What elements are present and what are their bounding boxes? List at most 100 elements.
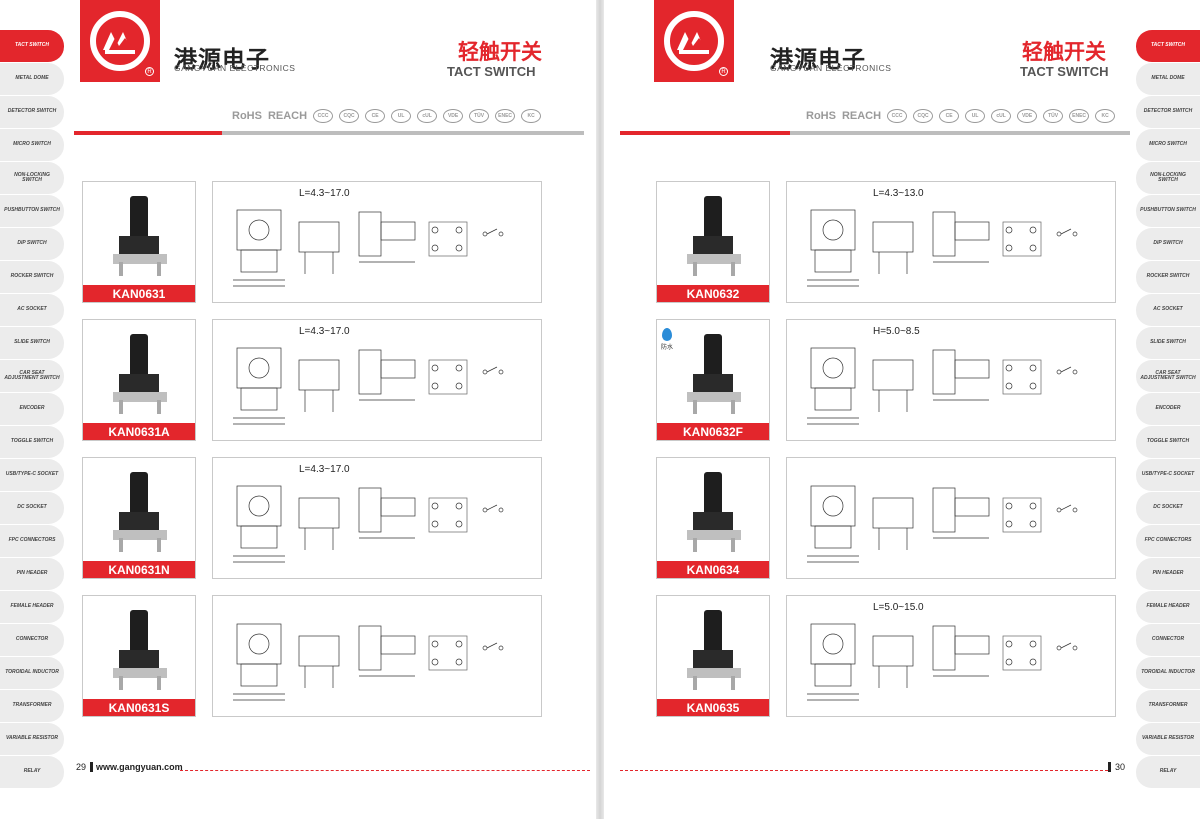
dimension-drawing: [233, 485, 504, 563]
header-rule-red: [74, 131, 222, 135]
length-spec: H=5.0~8.5: [873, 326, 920, 337]
product-photo: KAN0632: [656, 181, 770, 303]
ul-icon: UL: [391, 109, 412, 123]
dimension-drawing: [807, 347, 1078, 425]
header-rule-grey: [222, 131, 584, 135]
side-tab-car-seat-adjustment-switch[interactable]: CAR SEAT ADJUSTMENT SWITCH: [0, 360, 64, 393]
dimension-drawing-box: L=5.0~15.0: [786, 595, 1116, 717]
side-tab-fpc-connectors[interactable]: FPC CONNECTORS: [0, 525, 64, 558]
model-label: KAN0635: [657, 699, 769, 716]
side-tab-variable-resistor[interactable]: VARIABLE RESISTOR: [0, 723, 64, 756]
cqc-icon: CQC: [339, 109, 360, 123]
side-tab-metal-dome[interactable]: METAL DOME: [0, 63, 64, 96]
side-tab-metal-dome[interactable]: METAL DOME: [1136, 63, 1200, 96]
tact-switch-image: [113, 610, 167, 690]
footer-bar: [90, 762, 93, 772]
side-tab-ac-socket[interactable]: AC SOCKET: [1136, 294, 1200, 327]
side-tab-slide-switch[interactable]: SLIDE SWITCH: [0, 327, 64, 360]
side-tab-toggle-switch[interactable]: TOGGLE SWITCH: [1136, 426, 1200, 459]
side-tab-relay[interactable]: RELAY: [0, 756, 64, 789]
category-title-cn: 轻触开关: [1022, 40, 1106, 64]
dimension-drawing-box: L=4.3~17.0: [212, 457, 542, 579]
model-label: KAN0632F: [657, 423, 769, 440]
ce-icon: CE: [365, 109, 386, 123]
side-tab-tact-switch[interactable]: TACT SWITCH: [0, 30, 64, 63]
tact-switch-image: [113, 472, 167, 552]
model-label: KAN0632: [657, 285, 769, 302]
side-tab-tact-switch[interactable]: TACT SWITCH: [1136, 30, 1200, 63]
water-drop-icon: [662, 328, 672, 341]
reach-label: REACH: [267, 110, 308, 122]
vde-icon: VDE: [1017, 109, 1038, 123]
tact-switch-image: [113, 196, 167, 276]
side-tab-toroidal-inductor[interactable]: TOROIDAL INDUCTOR: [1136, 657, 1200, 690]
side-tab-toggle-switch[interactable]: TOGGLE SWITCH: [0, 426, 64, 459]
tuv-icon: TÜV: [469, 109, 490, 123]
brand-name-cn: 港源电子: [174, 47, 270, 73]
tact-switch-image: [687, 610, 741, 690]
tuv-icon: TÜV: [1043, 109, 1064, 123]
dimension-drawing: [233, 209, 504, 287]
side-tab-variable-resistor[interactable]: VARIABLE RESISTOR: [1136, 723, 1200, 756]
model-label: KAN0631: [83, 285, 195, 302]
ul-icon: UL: [965, 109, 986, 123]
side-tab-transformer[interactable]: TRANSFORMER: [1136, 690, 1200, 723]
header-rule-grey: [790, 131, 1130, 135]
side-tab-non-locking-switch[interactable]: NON-LOCKING SWITCH: [1136, 162, 1200, 195]
footer-bar: [1108, 762, 1111, 772]
side-tab-micro-switch[interactable]: MICRO SWITCH: [1136, 129, 1200, 162]
dimension-drawing: [807, 485, 1078, 563]
kc-icon: KC: [521, 109, 542, 123]
length-spec: L=4.3~13.0: [873, 188, 924, 199]
footer-url[interactable]: www.gangyuan.com: [96, 762, 183, 772]
side-tab-pin-header[interactable]: PIN HEADER: [0, 558, 64, 591]
side-tab-female-header[interactable]: FEMALE HEADER: [1136, 591, 1200, 624]
side-tab-dc-socket[interactable]: DC SOCKET: [1136, 492, 1200, 525]
side-tab-pushbutton-switch[interactable]: PUSHBUTTON SWITCH: [0, 195, 64, 228]
side-tab-connector[interactable]: CONNECTOR: [0, 624, 64, 657]
side-tab-dip-switch[interactable]: DIP SWITCH: [1136, 228, 1200, 261]
side-tab-usb-type-c-socket[interactable]: USB/Type-C SOCKET: [0, 459, 64, 492]
side-tab-pin-header[interactable]: PIN HEADER: [1136, 558, 1200, 591]
model-label: KAN0631N: [83, 561, 195, 578]
side-tab-pushbutton-switch[interactable]: PUSHBUTTON SWITCH: [1136, 195, 1200, 228]
vde-icon: VDE: [443, 109, 464, 123]
side-tab-toroidal-inductor[interactable]: TOROIDAL INDUCTOR: [0, 657, 64, 690]
model-label: KAN0631S: [83, 699, 195, 716]
side-tab-ac-socket[interactable]: AC SOCKET: [0, 294, 64, 327]
side-tab-female-header[interactable]: FEMALE HEADER: [0, 591, 64, 624]
tact-switch-image: [687, 472, 741, 552]
page-number-right: 30: [1115, 762, 1126, 772]
side-tab-usb-type-c-socket[interactable]: USB/Type-C SOCKET: [1136, 459, 1200, 492]
category-title-cn: 轻触开关: [458, 40, 542, 64]
side-tab-fpc-connectors[interactable]: FPC CONNECTORS: [1136, 525, 1200, 558]
side-tab-car-seat-adjustment-switch[interactable]: CAR SEAT ADJUSTMENT SWITCH: [1136, 360, 1200, 393]
side-tab-transformer[interactable]: TRANSFORMER: [0, 690, 64, 723]
side-tab-connector[interactable]: CONNECTOR: [1136, 624, 1200, 657]
product-photo: KAN0631S: [82, 595, 196, 717]
side-tab-micro-switch[interactable]: MICRO SWITCH: [0, 129, 64, 162]
dimension-drawing: [807, 623, 1078, 701]
side-tab-encoder[interactable]: ENCODER: [1136, 393, 1200, 426]
side-tab-dc-socket[interactable]: DC SOCKET: [0, 492, 64, 525]
side-tab-relay[interactable]: RELAY: [1136, 756, 1200, 789]
cul-icon: cUL: [991, 109, 1012, 123]
tact-switch-image: [687, 334, 741, 414]
product-photo: KAN0634: [656, 457, 770, 579]
side-tab-detector-switch[interactable]: DETECTOR SWITCH: [0, 96, 64, 129]
side-tab-slide-switch[interactable]: SLIDE SWITCH: [1136, 327, 1200, 360]
logo-mark-icon: [90, 11, 150, 71]
category-title-en: TACT SWITCH: [447, 64, 536, 79]
dimension-drawing: [233, 347, 504, 425]
side-tab-dip-switch[interactable]: DIP SWITCH: [0, 228, 64, 261]
side-tab-rocker-switch[interactable]: ROCKER SWITCH: [0, 261, 64, 294]
category-title-en: TACT SWITCH: [1020, 64, 1109, 79]
side-tab-rocker-switch[interactable]: ROCKER SWITCH: [1136, 261, 1200, 294]
dimension-drawing-box: [212, 595, 542, 717]
side-tab-non-locking-switch[interactable]: NON-LOCKING SWITCH: [0, 162, 64, 195]
side-tab-encoder[interactable]: ENCODER: [0, 393, 64, 426]
side-tab-detector-switch[interactable]: DETECTOR SWITCH: [1136, 96, 1200, 129]
length-spec: L=4.3~17.0: [299, 188, 350, 199]
cqc-icon: CQC: [913, 109, 934, 123]
